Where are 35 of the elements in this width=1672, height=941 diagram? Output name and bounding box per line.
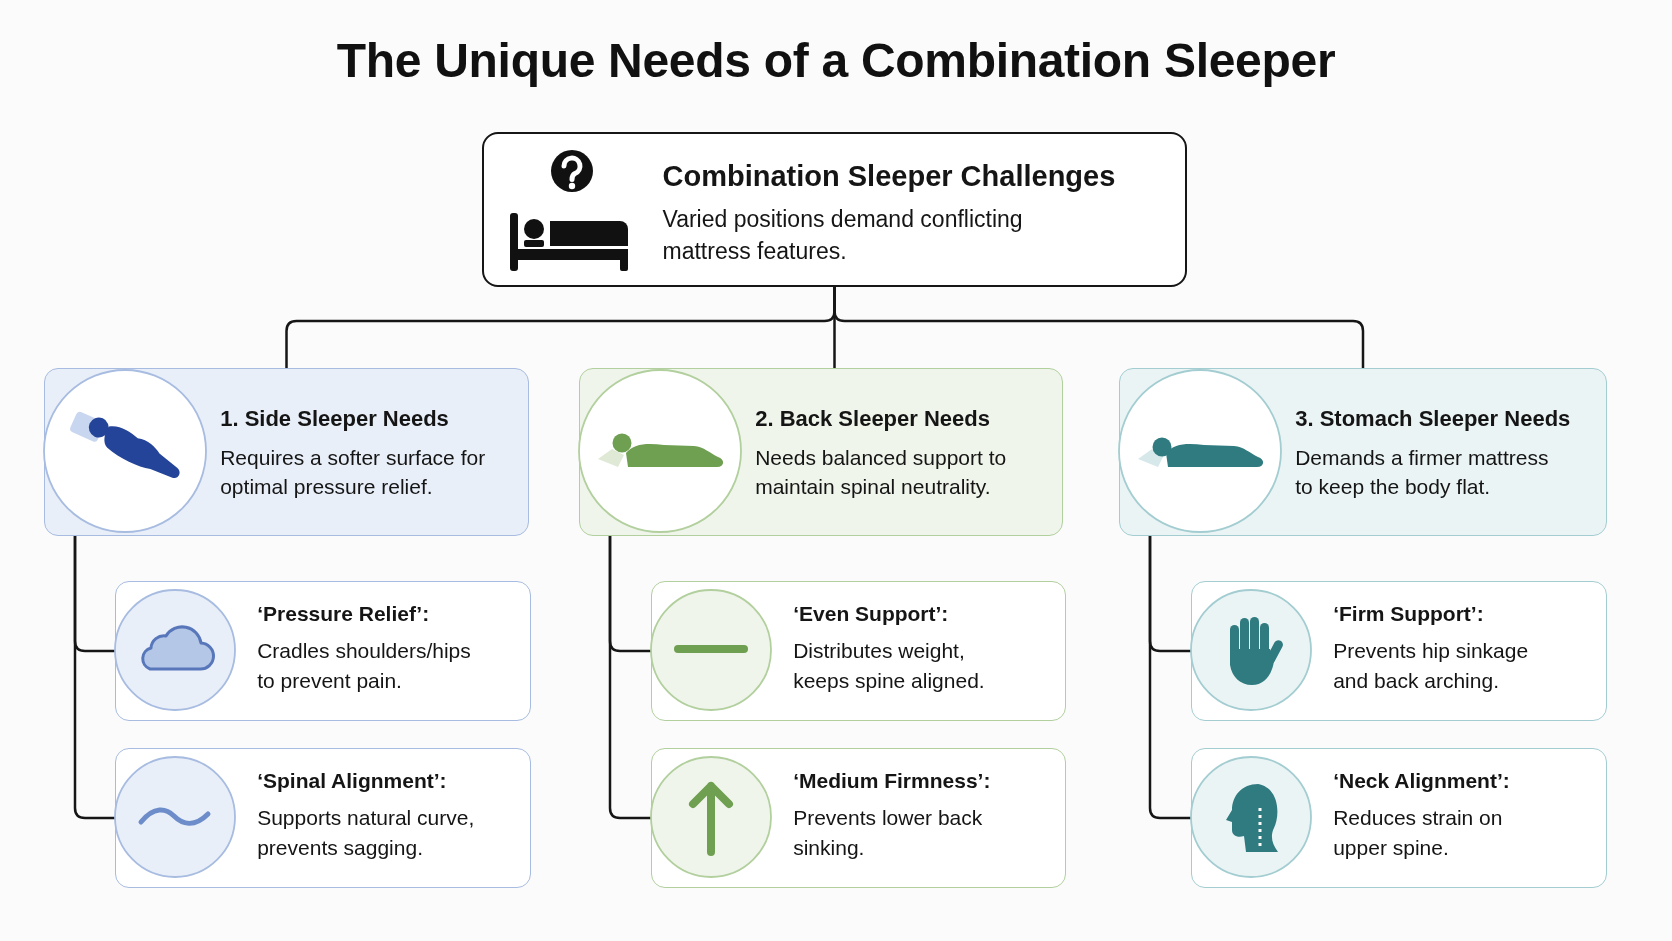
box-text: Demands a firmer mattress to keep the body flat. (1295, 445, 1550, 501)
box-heading: ‘Pressure Relief’: (257, 601, 430, 628)
box-text: Prevents hip sinkage and back arching. (1333, 638, 1530, 695)
box-heading: 1. Side Sleeper Needs (220, 405, 449, 434)
box-text: Supports natural curve, prevents sagging. (257, 805, 476, 862)
box-heading: 2. Back Sleeper Needs (755, 405, 990, 434)
box-text: Requires a softer surface for optimal pressure relief. (220, 445, 487, 501)
box-text: Prevents lower back sinking. (793, 805, 984, 862)
connector-line (73, 536, 115, 820)
need-card (651, 748, 1066, 888)
box-heading: ‘Medium Firmness’: (793, 768, 991, 795)
box-heading: 3. Stomach Sleeper Needs (1295, 405, 1571, 434)
box-text: Needs balanced support to maintain spinal neutrality. (755, 445, 1008, 501)
box-heading: Combination Sleeper Challenges (662, 158, 1116, 194)
need-card (1191, 581, 1607, 721)
category-box (44, 368, 529, 536)
need-card (115, 748, 531, 888)
box-heading: ‘Spinal Alignment’: (257, 768, 447, 795)
box-text: Cradles shoulders/hips to prevent pain. (257, 638, 472, 695)
category-box (1119, 368, 1607, 536)
challenge-box (482, 132, 1187, 287)
connector-line (608, 536, 651, 820)
connector-line (833, 287, 1365, 368)
box-heading: ‘Even Support’: (793, 601, 949, 628)
box-text: Varied positions demand conflicting mattress features. (662, 204, 1024, 266)
box-heading: ‘Firm Support’: (1333, 601, 1484, 628)
box-text: Distributes weight, keeps spine aligned. (793, 638, 986, 695)
need-card (115, 581, 531, 721)
box-text: Reduces strain on upper spine. (1333, 805, 1504, 862)
connector-line (1148, 536, 1191, 820)
category-box (579, 368, 1063, 536)
box-heading: ‘Neck Alignment’: (1333, 768, 1510, 795)
need-card (651, 581, 1066, 721)
need-card (1191, 748, 1607, 888)
title: The Unique Needs of a Combination Sleeper (336, 33, 1336, 89)
